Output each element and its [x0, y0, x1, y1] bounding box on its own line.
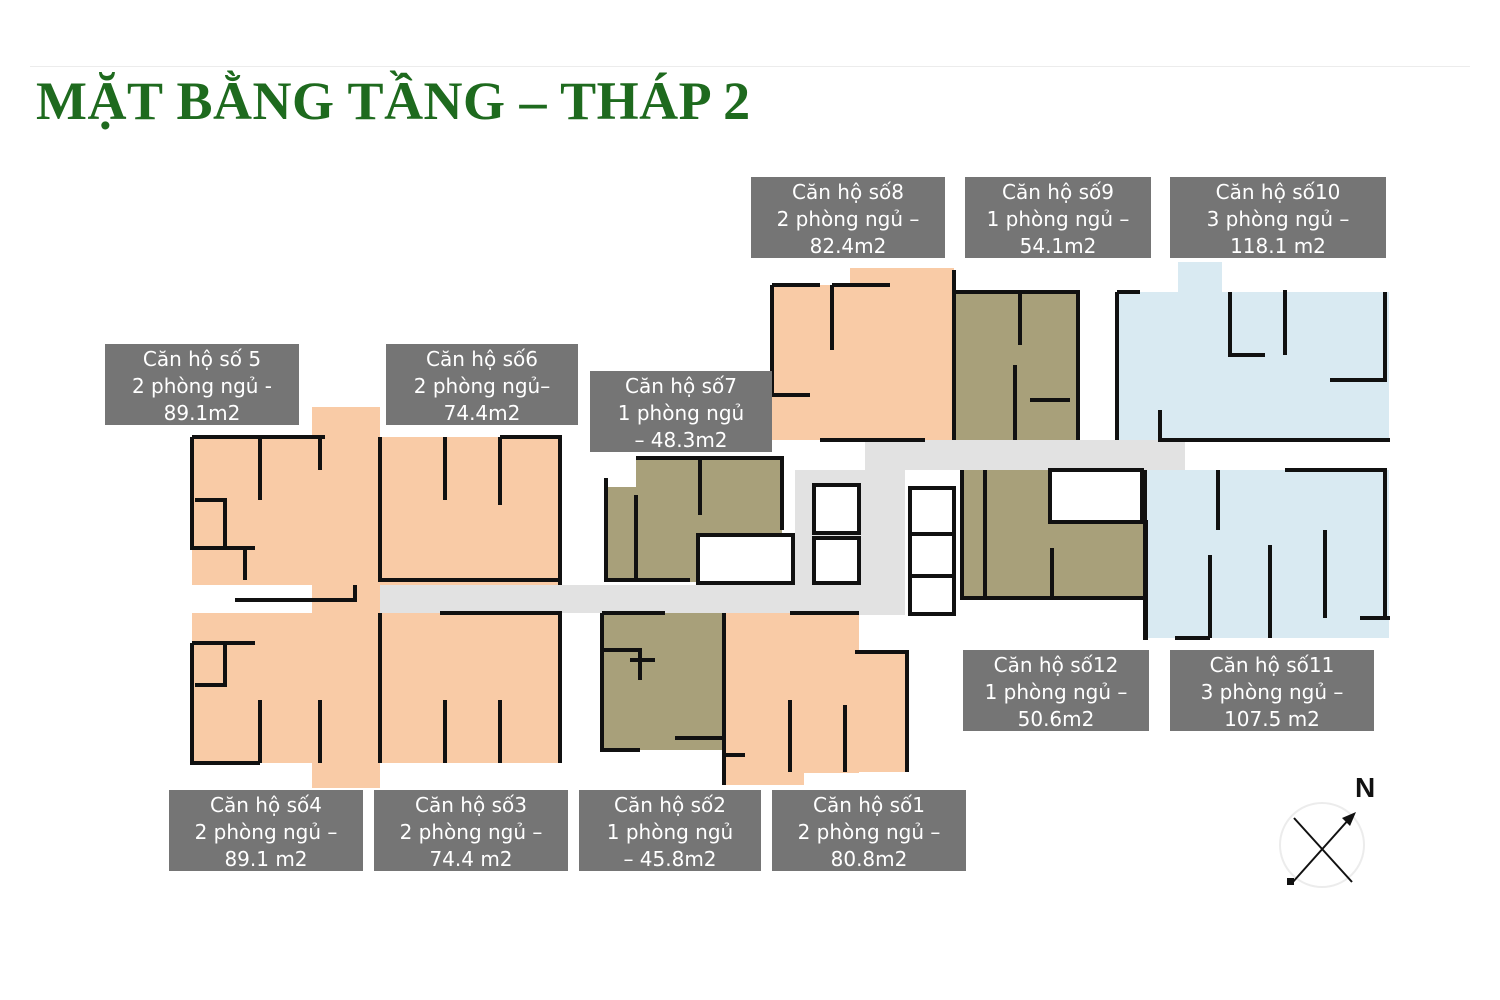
header-divider [30, 66, 1470, 67]
apartment-6 [380, 437, 562, 585]
apartment-3 [380, 613, 562, 763]
stair-12 [1048, 468, 1144, 524]
apartment-2 [602, 613, 724, 750]
page-title: MẶT BẰNG TẦNG – THÁP 2 [36, 71, 751, 131]
walls [190, 270, 1390, 785]
apartment-10 [1117, 262, 1389, 440]
north-arrow-icon [1279, 802, 1365, 888]
north-label: N [1355, 772, 1376, 803]
apartment-11 [1146, 470, 1389, 638]
stair-7 [696, 533, 795, 585]
elevators [812, 483, 956, 616]
apartment-8 [772, 268, 954, 440]
apartment-1 [724, 613, 907, 785]
